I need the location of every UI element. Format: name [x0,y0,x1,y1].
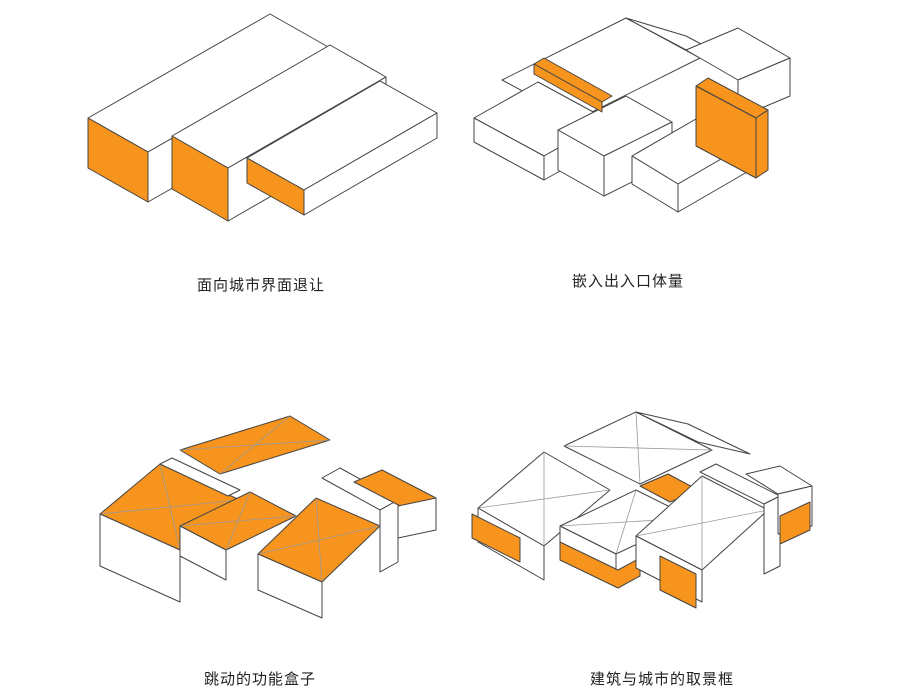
back-roof-ridge-2 [219,415,291,475]
frame-right-front [659,555,697,609]
middle-box-ridge-2 [615,489,637,555]
frame-left [471,513,521,563]
caption-setback: 面向城市界面退让 [197,276,326,294]
bar-2-end-face [171,135,229,222]
back-right-box-top [635,411,751,455]
diagram-panel-entrance: 嵌入出入口体量 [450,0,900,340]
frame-middle [559,541,641,589]
tower-side [763,495,781,575]
caption-entrance: 嵌入出入口体量 [572,272,685,290]
diagram-panel-function-boxes: 跳动的功能盒子 [0,340,450,698]
far-right-box-side [397,497,437,539]
connector-top [159,457,241,497]
frame-far-right [779,501,811,545]
massing-diagram-function-boxes [99,415,437,619]
bar-3-end-face [246,157,305,216]
massing-diagram-framing [471,411,813,609]
middle-roof-ridge-2 [225,491,251,551]
entrance-right-side [755,109,769,179]
entrance-left-front [533,63,603,113]
caption-framing: 建筑与城市的取景框 [590,670,735,688]
diagram-panel-framing: 建筑与城市的取景框 [450,340,900,698]
middle-box-front [179,525,227,581]
right-box-front [257,553,323,619]
diagram-panel-setback: 面向城市界面退让 [0,0,450,340]
right-roof-ridge-2 [315,497,323,583]
massing-diagram-entrance [473,17,791,213]
back-box-ridge-2 [635,411,641,485]
bar-1-end-face [87,117,149,203]
massing-diagram-setback [87,13,438,222]
caption-function-boxes: 跳动的功能盒子 [204,670,317,688]
tower-side [379,499,399,573]
left-box-front [99,513,181,603]
left-roof-ridge-2 [159,463,181,551]
